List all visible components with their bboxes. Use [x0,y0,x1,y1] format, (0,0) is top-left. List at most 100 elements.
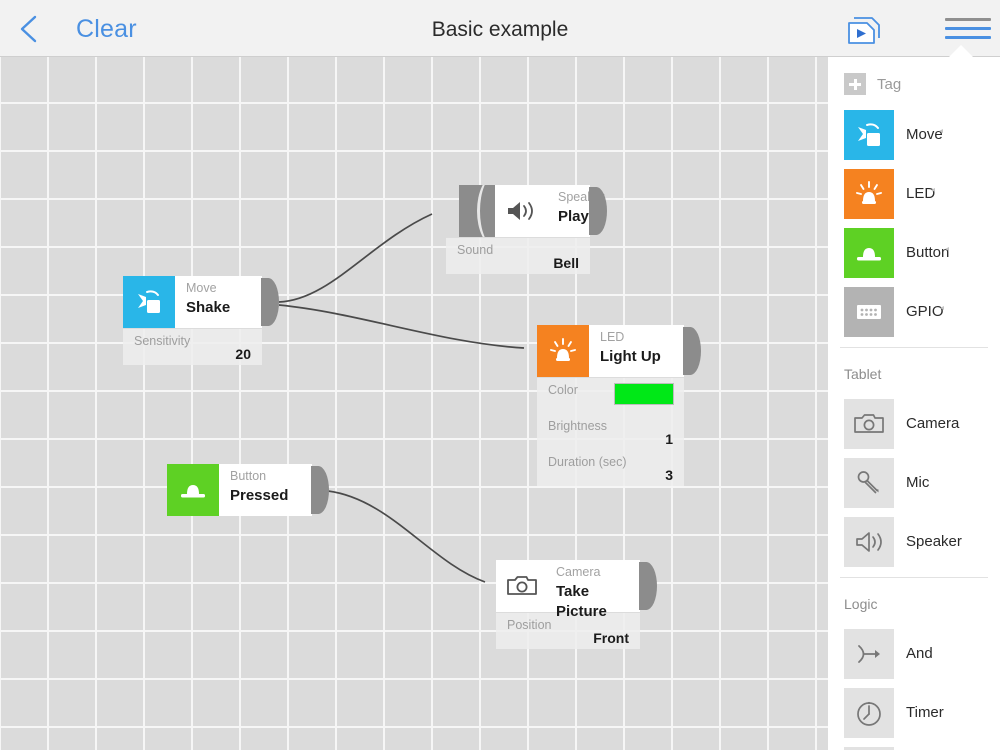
param-row[interactable]: Brightness 1 [537,414,684,450]
param-row[interactable]: Sound Bell [446,238,590,274]
palette-item-and[interactable]: And [844,629,1000,679]
clear-button[interactable]: Clear [76,15,137,43]
wire-layer [278,213,525,583]
param-name: Sound [457,243,494,257]
output-connector[interactable] [311,466,329,514]
menu-caret-indicator [948,45,974,58]
node-header[interactable]: Camera Take Picture [496,560,657,620]
palette-item-label: Mic [906,474,930,491]
page-title: Basic example [431,18,569,41]
param-value: 1 [665,431,673,447]
param-name: Position [507,618,552,632]
palette-group-logic: Logic And [828,578,1000,750]
document-play-button[interactable] [845,14,885,46]
document-play-icon [845,17,885,50]
node-text: Camera Take Picture [545,560,640,620]
palette-item-camera[interactable]: Camera [844,399,1000,449]
node-category: Move [186,281,217,295]
hamburger-menu-button[interactable] [945,14,991,46]
hamburger-bar-2 [945,27,991,30]
param-name: Brightness [548,419,608,433]
output-connector[interactable] [639,562,657,610]
color-swatch[interactable] [614,383,674,405]
node-category: LED [600,330,625,344]
palette-item-gpio[interactable]: GPIO [844,287,1000,337]
flow-canvas[interactable]: Move Shake Sensitivity 20 [0,57,828,750]
node-text: Move Shake [175,276,262,328]
chevron-left-icon [19,14,39,44]
palette-item-body: Camera [906,399,959,449]
palette-item-body: Speaker [906,517,962,567]
node-action: Play [558,208,589,225]
param-row-color[interactable]: Color [537,378,684,414]
node-header[interactable]: Move Shake [123,276,279,328]
palette-item-label: And [906,645,933,662]
node-action: Take Picture [556,583,607,620]
palette-item-move[interactable]: Move [844,110,1000,160]
param-row[interactable]: Sensitivity 20 [123,329,262,365]
hamburger-bar-1 [945,18,991,21]
node-move-shake[interactable]: Move Shake Sensitivity 20 [123,276,279,365]
node-params: Color Brightness 1 Duration (sec) 3 [537,377,684,486]
param-value: 20 [235,346,251,362]
and-gate-icon [844,629,894,679]
palette-group-tablet: Tablet Camera [828,348,1000,567]
palette-item-partial[interactable] [844,747,1000,750]
param-row[interactable]: Position Front [496,613,640,649]
camera-icon [496,560,548,612]
output-connector[interactable] [589,187,607,235]
node-camera-take-picture[interactable]: Camera Take Picture Position Front [496,560,657,649]
wire-move-to-speaker [278,213,433,303]
node-button-pressed[interactable]: Button Pressed [167,464,329,516]
hamburger-bar-3 [945,36,991,39]
palette-item-button[interactable]: Button [844,228,1000,278]
button-icon [167,464,219,516]
button-icon [844,228,894,278]
node-category: Camera [556,565,601,579]
node-header[interactable]: Button Pressed [167,464,329,516]
node-header[interactable]: LED Light Up [537,325,701,377]
wire-move-to-led [278,304,525,349]
node-action: Light Up [600,348,661,365]
back-button[interactable] [12,12,46,46]
param-name: Duration (sec) [548,455,627,469]
palette-item-speaker[interactable]: Speaker [844,517,1000,567]
palette-item-body: GPIO [906,303,944,321]
node-params: Sound Bell [446,237,590,274]
palette-group-heading: Logic [844,596,878,612]
gpio-icon [844,287,894,337]
node-header[interactable]: Speaker Play [459,185,607,237]
tag-label: Tag [877,75,902,93]
node-speaker-play[interactable]: Speaker Play Sound Bell [446,185,607,274]
section-divider [840,347,988,348]
speaker-icon [495,185,547,237]
node-led-light-up[interactable]: LED Light Up Color Brightness 1 Duration… [537,325,701,486]
palette-item-led[interactable]: LED [844,169,1000,219]
camera-icon [844,399,894,449]
app-header: Clear Basic example [0,0,1000,57]
node-action: Shake [186,299,231,316]
param-value: Front [593,630,629,646]
output-connector[interactable] [261,278,279,326]
palette-item-label: Move [906,126,943,143]
node-action: Pressed [230,487,289,504]
plus-icon [844,73,866,95]
palette-sidebar[interactable]: Tag Move [828,57,1000,750]
output-connector[interactable] [683,327,701,375]
input-connector[interactable] [470,185,495,237]
timer-icon [844,688,894,738]
param-row[interactable]: Duration (sec) 3 [537,450,684,486]
move-shake-icon [123,276,175,328]
palette-item-mic[interactable]: Mic [844,458,1000,508]
wire-button-to-camera [327,490,486,583]
speaker-icon [844,517,894,567]
palette-item-timer[interactable]: Timer [844,688,1000,738]
param-name: Sensitivity [134,334,191,348]
palette-item-body: And [906,629,933,679]
palette-group-heading: Tablet [844,366,882,382]
palette-item-label: Speaker [906,533,962,550]
input-connector-tab [459,185,471,237]
palette-item-body: LED [906,185,935,203]
add-tag-button[interactable]: Tag [828,57,1000,101]
palette-item-label: Timer [906,704,944,721]
